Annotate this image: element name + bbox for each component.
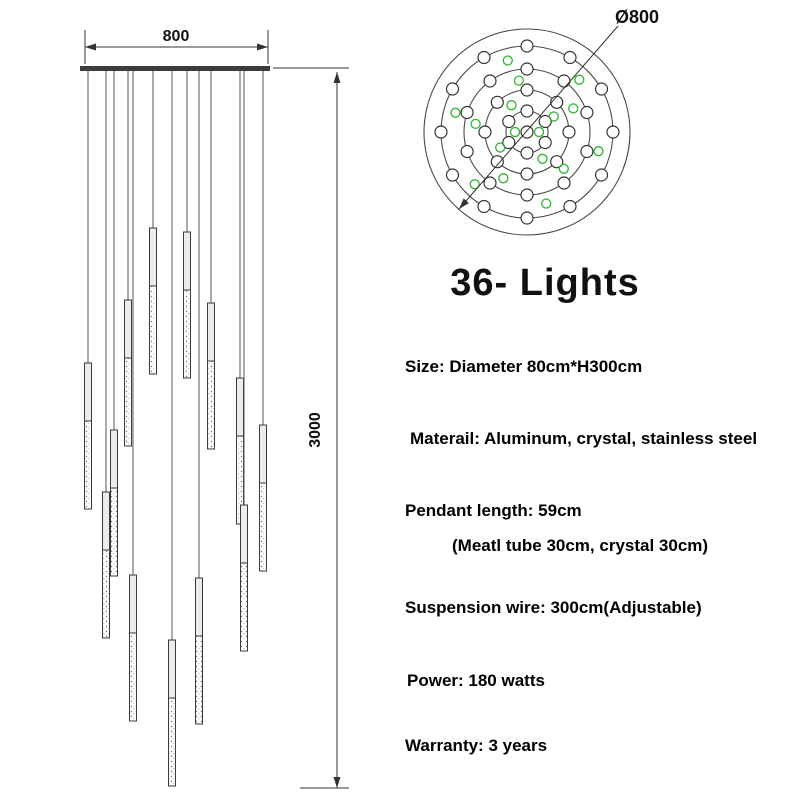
top-view-diagram: Ø800 [423, 7, 659, 236]
pendant [102, 71, 110, 639]
pendant [149, 71, 157, 375]
pendant [259, 71, 267, 572]
width-dimension-label: 800 [163, 28, 190, 45]
pendant [124, 71, 132, 447]
pendants [84, 71, 267, 787]
diameter-label: Ø800 [615, 7, 659, 27]
pendant [195, 71, 203, 725]
pendant [84, 71, 92, 510]
pendant [207, 71, 215, 450]
ceiling-plate [80, 66, 270, 71]
spec-pendant-length-detail: (Meatl tube 30cm, crystal 30cm) [452, 536, 709, 555]
pendant [129, 71, 137, 722]
pendant [236, 71, 244, 525]
width-dimension: 800 [84, 28, 269, 64]
mount-point-circles [434, 39, 620, 225]
pendant [168, 71, 176, 787]
spec-pendant-length: Pendant length: 59cm [405, 501, 582, 520]
spec-size: Size: Diameter 80cm*H300cm [405, 357, 643, 376]
height-dimension: 3000 [273, 67, 349, 789]
pendant [183, 71, 191, 379]
spec-suspension-wire: Suspension wire: 300cm(Adjustable) [405, 598, 702, 617]
spec-material: Materail: Aluminum, crystal, stainless s… [410, 429, 758, 448]
pendant [240, 71, 248, 652]
diameter-callout: Ø800 [458, 7, 659, 210]
height-dimension-label: 3000 [307, 412, 324, 448]
lights-count-title: 36- Lights [450, 262, 640, 304]
spec-warranty: Warranty: 3 years [405, 736, 548, 755]
pendant [110, 71, 118, 577]
light-position-circles [450, 55, 604, 209]
spec-power: Power: 180 watts [407, 671, 545, 690]
